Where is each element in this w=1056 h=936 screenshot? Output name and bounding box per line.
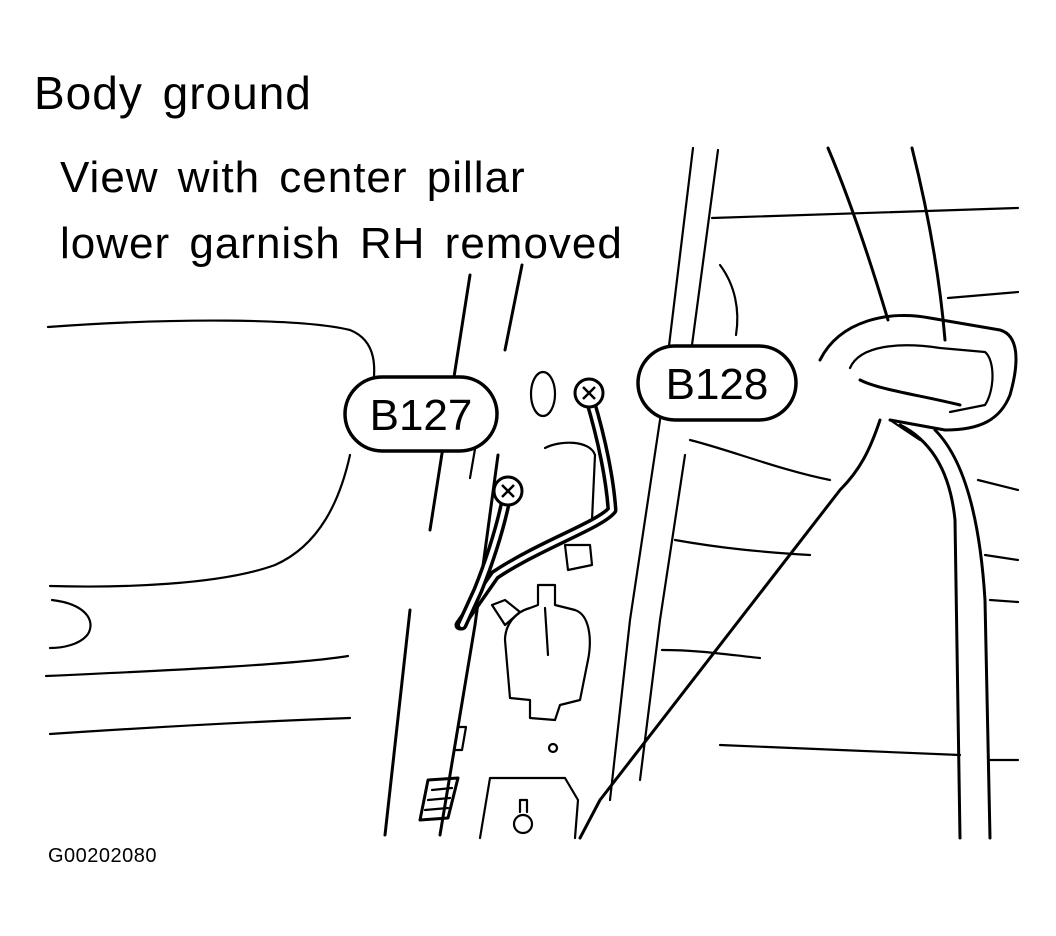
ground-terminal-b127 [492, 475, 524, 507]
connector-callout-b127: B127 [343, 375, 499, 453]
connector-callout-b128: B128 [636, 344, 798, 422]
seat-belt [578, 146, 1018, 840]
right-trim-outline [660, 206, 1020, 762]
view-description: View with center pillar lower garnish RH… [60, 145, 623, 277]
view-description-line-2: lower garnish RH removed [60, 219, 623, 268]
figure-id: G00202080 [48, 845, 158, 867]
connector-label-b127: B127 [370, 391, 473, 440]
ground-terminal-b128 [573, 377, 605, 409]
ground-wires [454, 394, 618, 631]
diagram-title: Body ground [34, 67, 312, 119]
connector-label-b128: B128 [666, 360, 769, 409]
center-pillar [383, 146, 720, 837]
view-description-line-1: View with center pillar [60, 153, 526, 202]
left-panel-outline [44, 319, 376, 736]
